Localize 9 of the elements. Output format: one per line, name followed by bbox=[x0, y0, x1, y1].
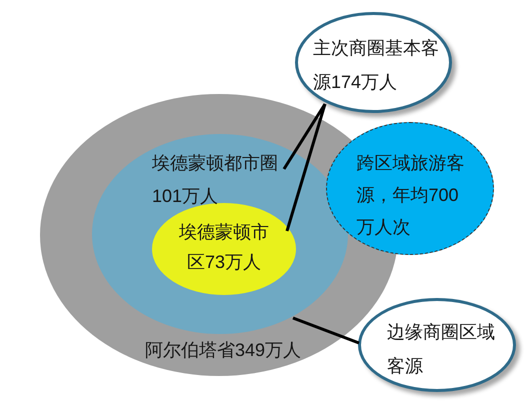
leader-line bbox=[286, 104, 326, 232]
leader-line bbox=[292, 316, 360, 344]
callout-text: 主次商圈基本客源174万人 bbox=[313, 37, 440, 94]
region-label: 埃德蒙顿都市圈101万人 bbox=[152, 152, 279, 208]
leader-line bbox=[282, 103, 326, 170]
callout-text: 边缘商圈区域客源 bbox=[387, 321, 496, 378]
region-label: 阿尔伯塔省349万人 bbox=[145, 339, 302, 362]
callout-text: 跨区域旅游客源，年均700万人次 bbox=[356, 152, 466, 238]
region-label: 埃德蒙顿市区73万人 bbox=[178, 221, 270, 274]
